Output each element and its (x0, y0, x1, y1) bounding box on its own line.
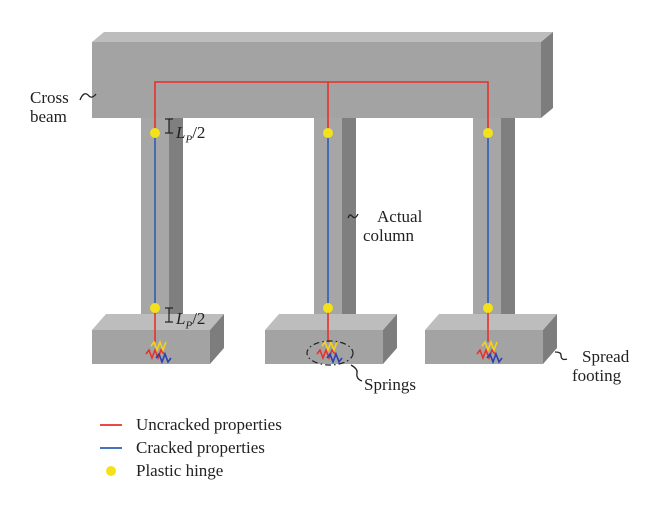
legend-item-hinge: Plastic hinge (100, 461, 223, 481)
plastic-hinge (483, 128, 493, 138)
uncracked-stub (154, 308, 489, 342)
spread-footing-label: Spread footing (572, 347, 630, 385)
springs-highlight-ellipse (306, 340, 354, 366)
actual-column-leader (347, 213, 359, 219)
footing-left (92, 314, 224, 364)
plastic-hinge (323, 128, 333, 138)
springs-left (145, 339, 172, 365)
column-left (141, 118, 183, 318)
spread-footing-leader (554, 351, 568, 361)
springs-leader (350, 364, 363, 382)
legend-item-uncracked: Uncracked properties (100, 415, 282, 435)
plastic-hinge (483, 303, 493, 313)
legend-hinge-dot (106, 466, 116, 476)
cross-beam (92, 32, 553, 118)
springs-label: Springs (364, 375, 416, 394)
footing-right (425, 314, 557, 364)
legend-label: Cracked properties (136, 438, 265, 457)
legend-label: Plastic hinge (136, 461, 224, 480)
springs-right (476, 339, 503, 365)
hinge-length-marker-top (165, 118, 173, 134)
cross-beam-label: Cross beam (30, 88, 69, 126)
actual-column-label: Actual column (363, 207, 423, 245)
hinge-length-marker-bottom (165, 307, 173, 323)
plastic-hinge (150, 303, 160, 313)
plastic-hinge (150, 128, 160, 138)
legend-label: Uncracked properties (136, 415, 282, 434)
cross-beam-leader (79, 93, 97, 101)
plastic-hinges (150, 128, 493, 313)
uncracked-line (154, 81, 489, 133)
legend-item-cracked: Cracked properties (100, 438, 265, 458)
hinge-length-label-bottom: LP/2 (176, 309, 206, 332)
cracked-line (154, 133, 489, 308)
column-right (473, 118, 515, 318)
footing-middle (265, 314, 397, 364)
column-middle (314, 118, 356, 318)
springs-middle (316, 339, 343, 365)
hinge-length-label-top: LP/2 (176, 123, 206, 146)
plastic-hinge (323, 303, 333, 313)
